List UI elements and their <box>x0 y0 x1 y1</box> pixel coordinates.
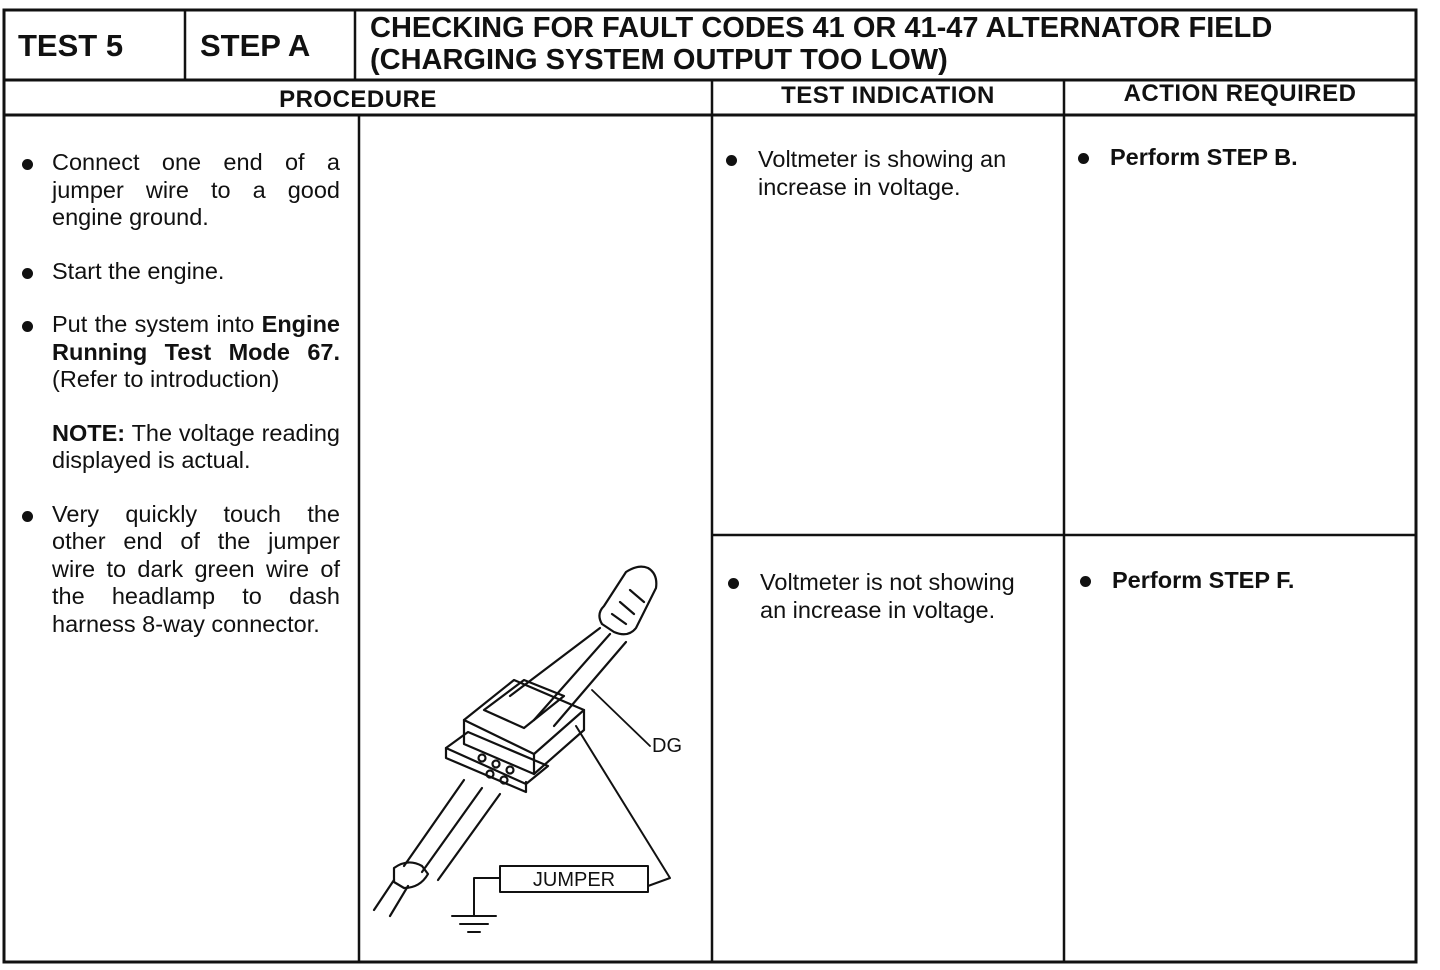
test-indication-1: Voltmeter is showing an increase in volt… <box>726 145 1056 205</box>
bullet-icon <box>1078 153 1089 164</box>
step-label: STEP A <box>200 28 311 63</box>
title-line-1: CHECKING FOR FAULT CODES 41 OR 41-47 ALT… <box>370 12 1273 44</box>
bullet-icon <box>1080 576 1091 587</box>
connector-latch <box>444 730 550 786</box>
bullet-icon <box>22 267 33 279</box>
procedure-step: Put the system into Engine Running Test … <box>18 311 340 394</box>
wire-boot-upper <box>598 565 658 636</box>
bullet-icon <box>22 159 33 170</box>
procedure-note: NOTE: The voltage reading displayed is a… <box>52 419 340 474</box>
test-indication-header: TEST INDICATION <box>781 82 995 109</box>
bullet-icon <box>22 510 33 522</box>
test-indication-2: Voltmeter is not showing an increase in … <box>728 568 1058 628</box>
connector-housing <box>462 678 586 756</box>
title-line-2: (CHARGING SYSTEM OUTPUT TOO LOW) <box>370 44 948 76</box>
procedure-list: Connect one end of a jumper wire to a go… <box>18 149 340 664</box>
procedure-header: PROCEDURE <box>279 86 437 113</box>
ground-symbol <box>451 915 497 933</box>
test-number: TEST 5 <box>18 28 124 63</box>
dg-wire-label: DG <box>652 735 682 757</box>
page-title: CHECKING FOR FAULT CODES 41 OR 41-47 ALT… <box>370 12 1272 76</box>
bullet-icon <box>726 155 737 166</box>
procedure-step: Start the engine. <box>18 258 340 286</box>
bullet-icon <box>22 321 33 332</box>
connector-jumper-illustration: DG JUMPER <box>372 565 682 933</box>
action-required-2: Perform STEP F. <box>1080 566 1410 596</box>
jumper-label: JUMPER <box>533 869 615 891</box>
action-required-header: ACTION REQUIRED <box>1123 80 1357 107</box>
procedure-step: Very quickly touch the other end of the … <box>18 501 340 639</box>
bullet-icon <box>728 578 739 589</box>
procedure-step: Connect one end of a jumper wire to a go… <box>18 149 340 232</box>
wire-boot-lower <box>392 861 430 890</box>
action-required-1: Perform STEP B. <box>1078 143 1408 173</box>
